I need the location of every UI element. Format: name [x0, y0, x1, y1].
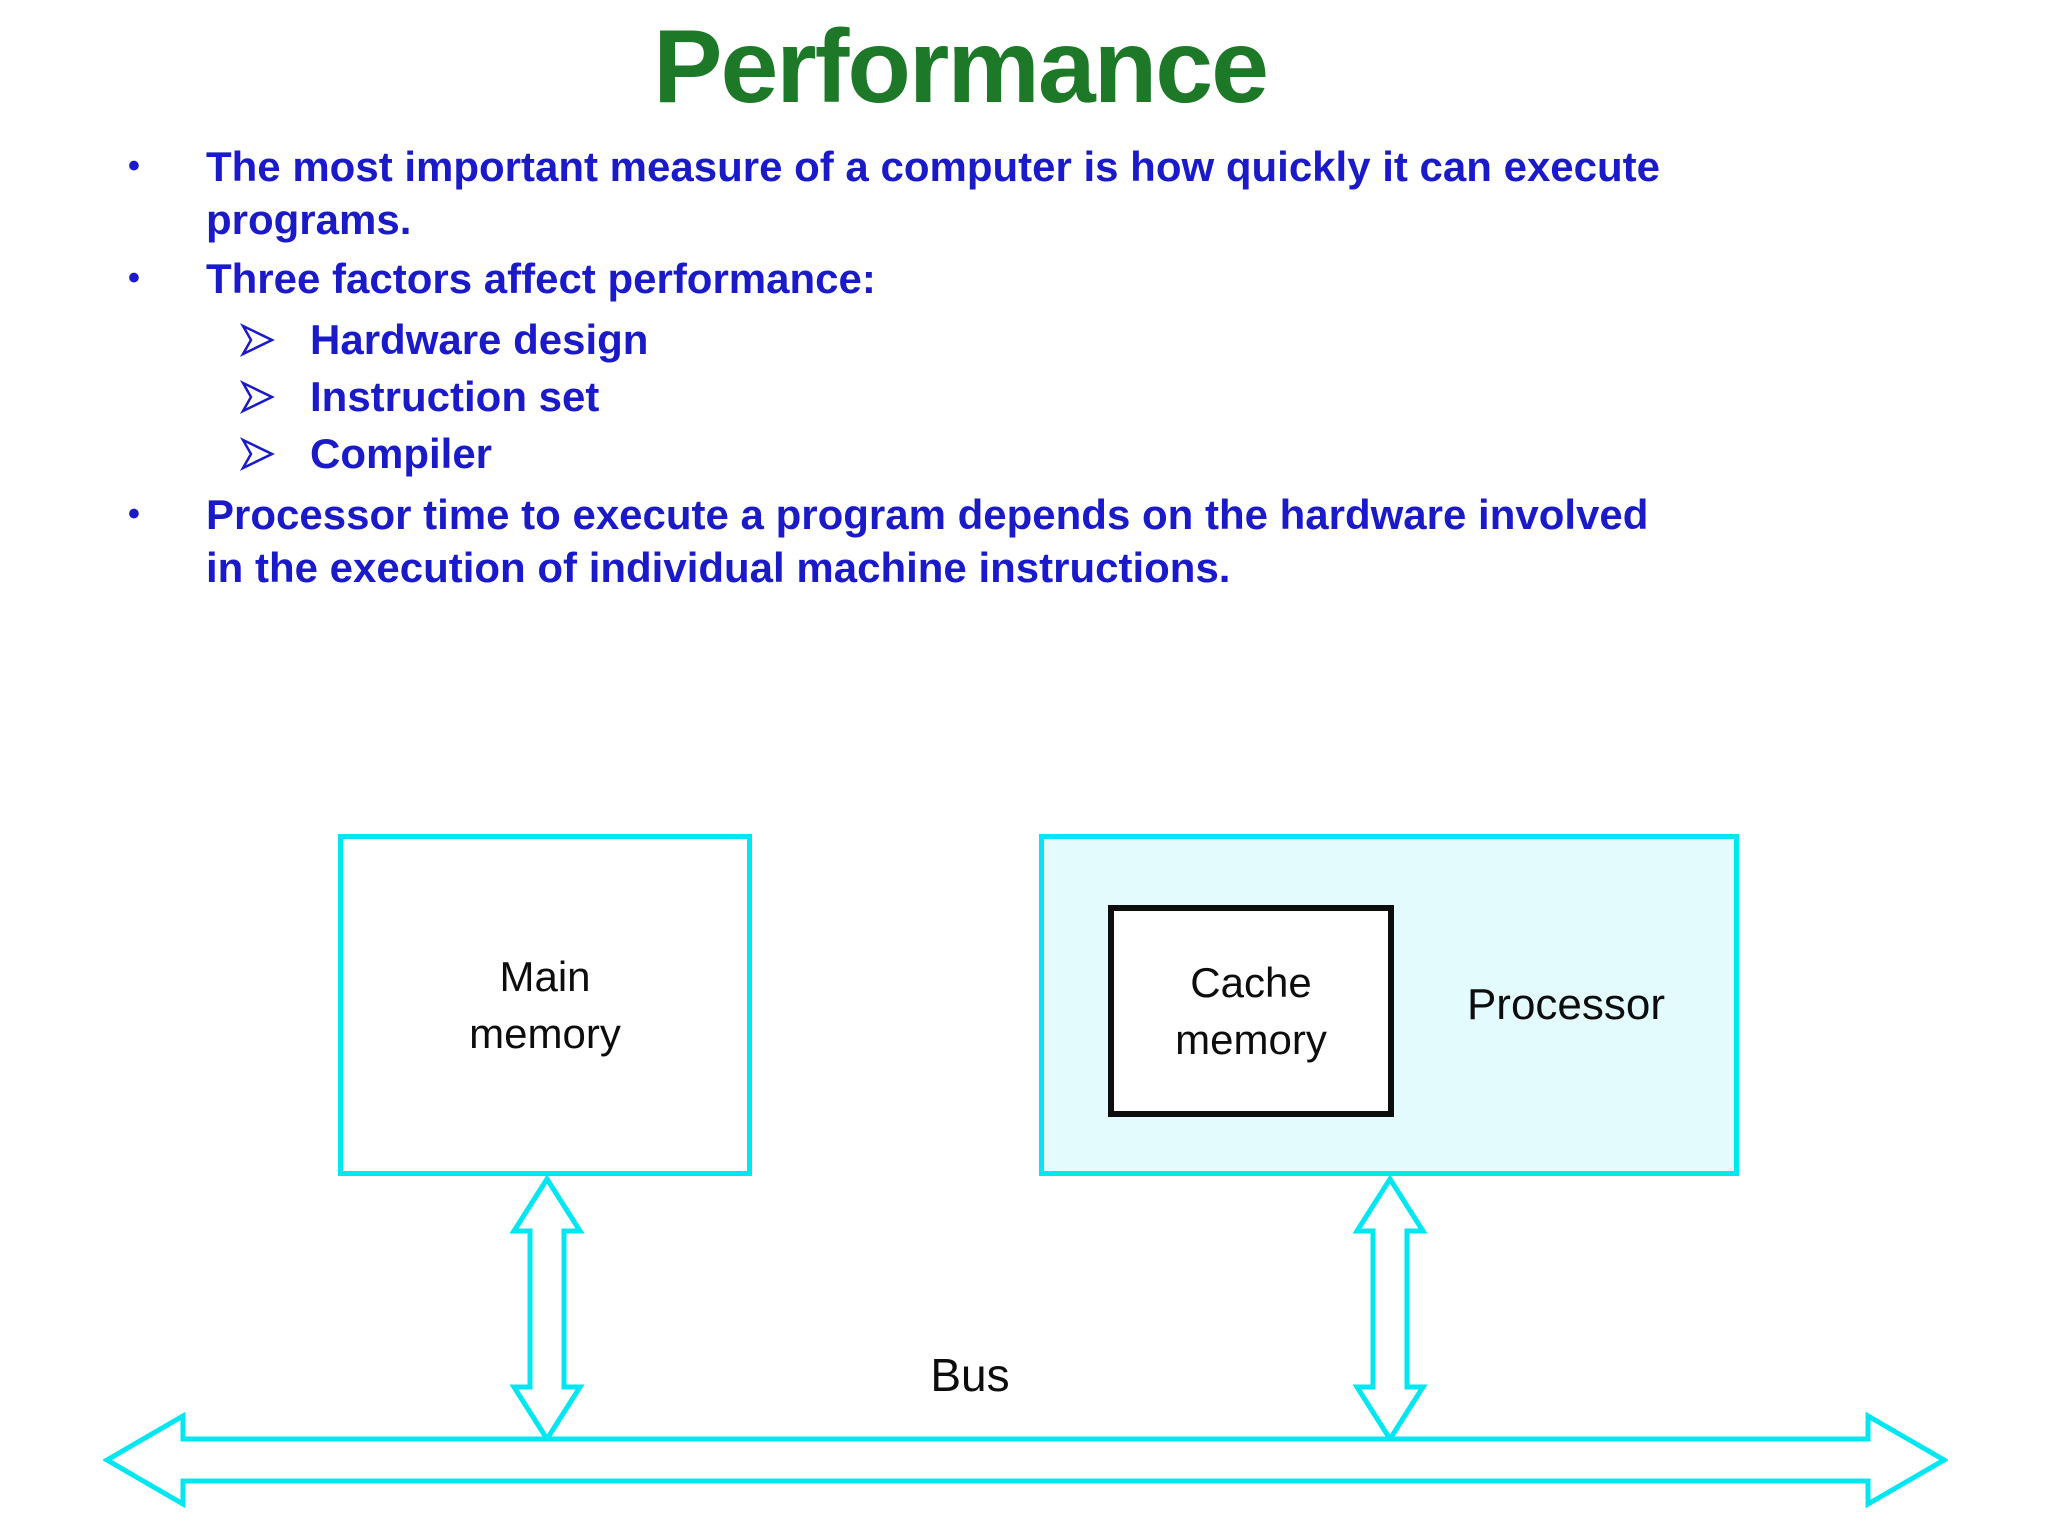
processor-bus-arrow [1352, 1176, 1428, 1442]
bullet-dot: • [128, 495, 140, 533]
bullet-item: • Processor time to execute a program de… [128, 488, 1888, 594]
bullet-item: • Three factors affect performance: [128, 252, 1888, 305]
sub-bullet-text: Instruction set [310, 373, 600, 420]
main-memory-label: Main memory [469, 953, 621, 1057]
arrow-bullet-icon [240, 311, 276, 368]
bullet-text: The most important measure of a computer… [206, 140, 1660, 246]
sub-bullet-text: Compiler [310, 430, 493, 477]
main-memory-bus-arrow [509, 1176, 585, 1442]
processor-label: Processor [1466, 980, 1666, 1029]
bullet-text: Processor time to execute a program depe… [206, 488, 1648, 594]
arrow-bullet-icon [240, 368, 276, 425]
bullet-line: Three factors affect performance: [206, 255, 876, 302]
bullet-line: The most important measure of a computer… [206, 143, 1661, 190]
cache-memory-label: Cache memory [1175, 959, 1327, 1063]
bullet-dot: • [128, 259, 140, 297]
bullet-line: in the execution of individual machine i… [206, 544, 1231, 591]
arrow-bullet-icon [240, 425, 276, 482]
main-memory-box: Main memory [338, 834, 752, 1176]
bullet-line: programs. [206, 196, 412, 243]
sub-bullet-item: Instruction set [128, 368, 1888, 425]
sub-bullet-item: Hardware design [128, 311, 1888, 368]
bullet-list: • The most important measure of a comput… [128, 140, 1888, 600]
bullet-line: Processor time to execute a program depe… [206, 491, 1649, 538]
bus-arrow [103, 1412, 1948, 1508]
bullet-dot: • [128, 147, 140, 185]
cache-memory-box: Cache memory [1108, 905, 1394, 1117]
bus-label: Bus [930, 1349, 1010, 1401]
sub-bullet-item: Compiler [128, 425, 1888, 482]
page-title: Performance [653, 9, 1269, 125]
bullet-text: Three factors affect performance: [206, 252, 876, 305]
sub-bullet-text: Hardware design [310, 316, 649, 363]
bullet-item: • The most important measure of a comput… [128, 140, 1888, 246]
